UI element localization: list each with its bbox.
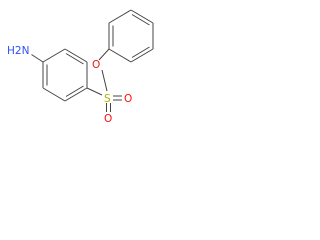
ring-bond — [64, 87, 88, 102]
ring-bond — [42, 87, 66, 102]
substituent-bonds — [31, 48, 122, 112]
ester-oxygen-phenyl-bond — [98, 48, 110, 61]
ring-bond — [130, 9, 154, 24]
ring-bond — [130, 48, 154, 63]
ring-double-bond — [131, 46, 150, 58]
sulfur-label: S — [104, 93, 111, 105]
sulfonyl-oxygen-right-label: O — [124, 93, 132, 105]
ring-bond — [108, 9, 132, 24]
atom-labels: H2N O S O O — [7, 45, 132, 125]
chemical-structure-diagram: H2N O S O O — [7, 9, 154, 125]
sulfur-ester-oxygen-bond — [101, 69, 108, 92]
sulfonyl-oxygen-down-label: O — [104, 113, 112, 125]
ring-double-bond — [65, 85, 84, 97]
ring-bond — [42, 48, 66, 63]
ring-sulfur-bond — [86, 87, 103, 96]
ring-double-bond — [65, 53, 84, 65]
ester-oxygen-label: O — [92, 59, 100, 71]
amino-bond — [31, 54, 44, 63]
ring-bond — [108, 48, 132, 63]
phenyl-ring — [108, 9, 154, 63]
amino-group-label: H2N — [7, 45, 29, 57]
aminophenyl-ring — [42, 48, 88, 102]
ring-double-bond — [131, 14, 150, 26]
ring-bond — [64, 48, 88, 63]
